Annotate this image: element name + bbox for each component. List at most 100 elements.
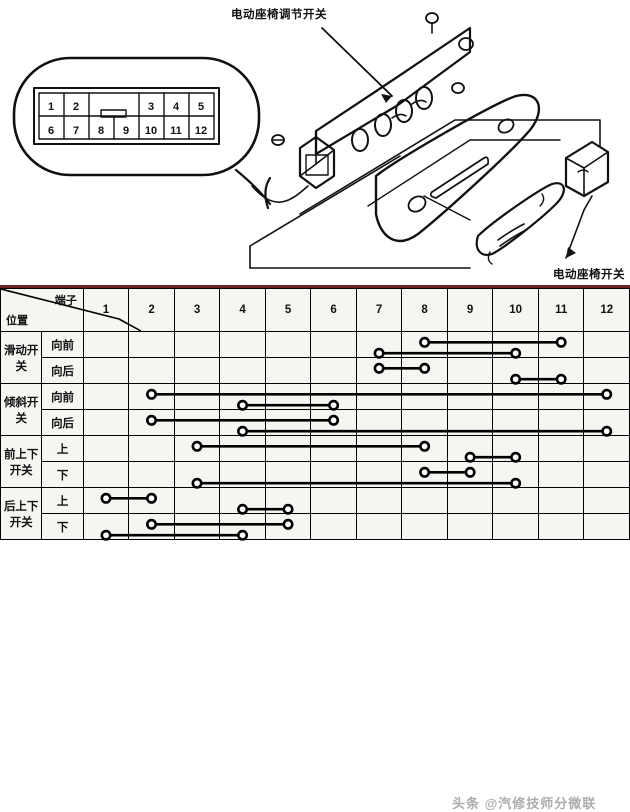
table-row: 向后 [1, 409, 630, 436]
continuity-cell-t9 [446, 409, 494, 436]
continuity-cell-t9 [446, 487, 494, 514]
continuity-cell-t8 [401, 513, 448, 540]
continuity-cell-t4 [219, 383, 266, 410]
switch-group-label: 前上下开关 [0, 435, 43, 488]
continuity-cell-t5 [264, 331, 312, 358]
continuity-cell-t5 [264, 383, 312, 410]
continuity-cell-t12 [583, 513, 630, 540]
pin-6: 6 [48, 125, 54, 137]
continuity-cell-t3 [173, 461, 221, 488]
continuity-table: 端子 位置 1 2 3 4 5 6 7 8 9 10 11 12 滑动 [0, 288, 630, 540]
continuity-cell-t5 [264, 461, 312, 488]
continuity-cell-t2 [128, 461, 175, 488]
pin-4: 4 [173, 101, 180, 113]
continuity-cell-t5 [264, 357, 312, 384]
continuity-cell-t1 [82, 487, 130, 514]
switch-position-label: 向后 [41, 357, 84, 384]
continuity-cell-t6 [310, 383, 357, 410]
continuity-cell-t3 [173, 331, 221, 358]
continuity-cell-t6 [310, 461, 357, 488]
continuity-cell-t8 [401, 409, 448, 436]
continuity-cell-t9 [446, 357, 494, 384]
continuity-cell-t10 [492, 487, 539, 514]
header-terminal-9: 9 [446, 288, 494, 332]
switch-group-label: 后上下开关 [0, 487, 43, 540]
continuity-cell-t2 [128, 383, 175, 410]
continuity-cell-t3 [173, 357, 221, 384]
continuity-cell-t8 [401, 461, 448, 488]
table-body: 滑动开关向前向后倾斜开关向前向后前上下开关上下后上下开关上下 [0, 331, 630, 540]
continuity-cell-t12 [583, 331, 630, 358]
continuity-cell-t4 [219, 409, 266, 436]
pin-10: 10 [145, 125, 157, 137]
continuity-cell-t5 [264, 487, 312, 514]
continuity-cell-t12 [583, 487, 630, 514]
continuity-cell-t2 [128, 435, 175, 462]
table-row: 下 [1, 461, 630, 488]
pin-5: 5 [198, 101, 204, 113]
continuity-cell-t6 [310, 357, 357, 384]
continuity-cell-t10 [492, 331, 539, 358]
continuity-cell-t2 [128, 513, 175, 540]
continuity-cell-t8 [401, 357, 448, 384]
continuity-cell-t10 [492, 383, 539, 410]
continuity-cell-t3 [173, 409, 221, 436]
continuity-cell-t1 [82, 383, 130, 410]
continuity-cell-t2 [128, 487, 175, 514]
pin-3: 3 [148, 101, 154, 113]
pin-9: 9 [123, 125, 129, 137]
header-terminal-label: 端子 [54, 295, 77, 307]
switch-group-label: 倾斜开关 [0, 383, 43, 436]
continuity-cell-t7 [355, 331, 403, 358]
continuity-cell-t11 [537, 513, 585, 540]
continuity-cell-t5 [264, 435, 312, 462]
switch-position-label: 向前 [41, 383, 84, 410]
header-position-label: 位置 [6, 315, 28, 327]
continuity-cell-t10 [492, 513, 539, 540]
header-corner-cell: 端子 位置 [0, 288, 141, 332]
continuity-cell-t7 [355, 409, 403, 436]
continuity-cell-t12 [583, 435, 630, 462]
continuity-cell-t12 [583, 383, 630, 410]
continuity-cell-t3 [173, 435, 221, 462]
watermark: 头条 @汽修技师分微联 [452, 796, 597, 811]
continuity-cell-t6 [310, 331, 357, 358]
continuity-cell-t12 [583, 357, 630, 384]
header-terminal-7: 7 [355, 288, 403, 332]
pin-2: 2 [73, 101, 79, 113]
continuity-cell-t11 [537, 461, 585, 488]
continuity-cell-t11 [537, 487, 585, 514]
pin-8: 8 [98, 125, 104, 137]
pin-1: 1 [48, 101, 54, 113]
continuity-table-container: 端子 位置 1 2 3 4 5 6 7 8 9 10 11 12 滑动 [0, 285, 630, 811]
continuity-cell-t2 [128, 357, 175, 384]
header-terminal-6: 6 [310, 288, 357, 332]
continuity-cell-t4 [219, 461, 266, 488]
continuity-cell-t7 [355, 435, 403, 462]
continuity-cell-t4 [219, 487, 266, 514]
header-terminal-3: 3 [173, 288, 221, 332]
header-terminal-2: 2 [128, 288, 175, 332]
switch-position-label: 下 [41, 513, 84, 540]
switch-group-label: 滑动开关 [0, 331, 43, 384]
continuity-cell-t6 [310, 487, 357, 514]
header-terminal-11: 11 [537, 288, 585, 332]
callout-label-seat-adjust-switch: 电动座椅调节开关 [231, 9, 327, 21]
continuity-cell-t2 [128, 331, 175, 358]
continuity-cell-t9 [446, 435, 494, 462]
continuity-cell-t3 [173, 513, 221, 540]
continuity-cell-t3 [173, 383, 221, 410]
pin-11: 11 [170, 125, 182, 137]
continuity-cell-t2 [128, 409, 175, 436]
continuity-cell-t11 [537, 435, 585, 462]
table-row: 后上下开关上 [0, 487, 630, 540]
continuity-cell-t11 [537, 383, 585, 410]
continuity-cell-t1 [82, 357, 130, 384]
table-row: 下 [1, 513, 630, 540]
seat-switch-illustration: 1 2 3 4 5 6 7 8 9 10 11 12 电动座椅调节开关 电动座椅… [0, 0, 630, 285]
switch-position-label: 下 [41, 461, 84, 488]
continuity-cell-t4 [219, 435, 266, 462]
continuity-cell-t4 [219, 331, 266, 358]
continuity-cell-t3 [173, 487, 221, 514]
continuity-cell-t10 [492, 409, 539, 436]
